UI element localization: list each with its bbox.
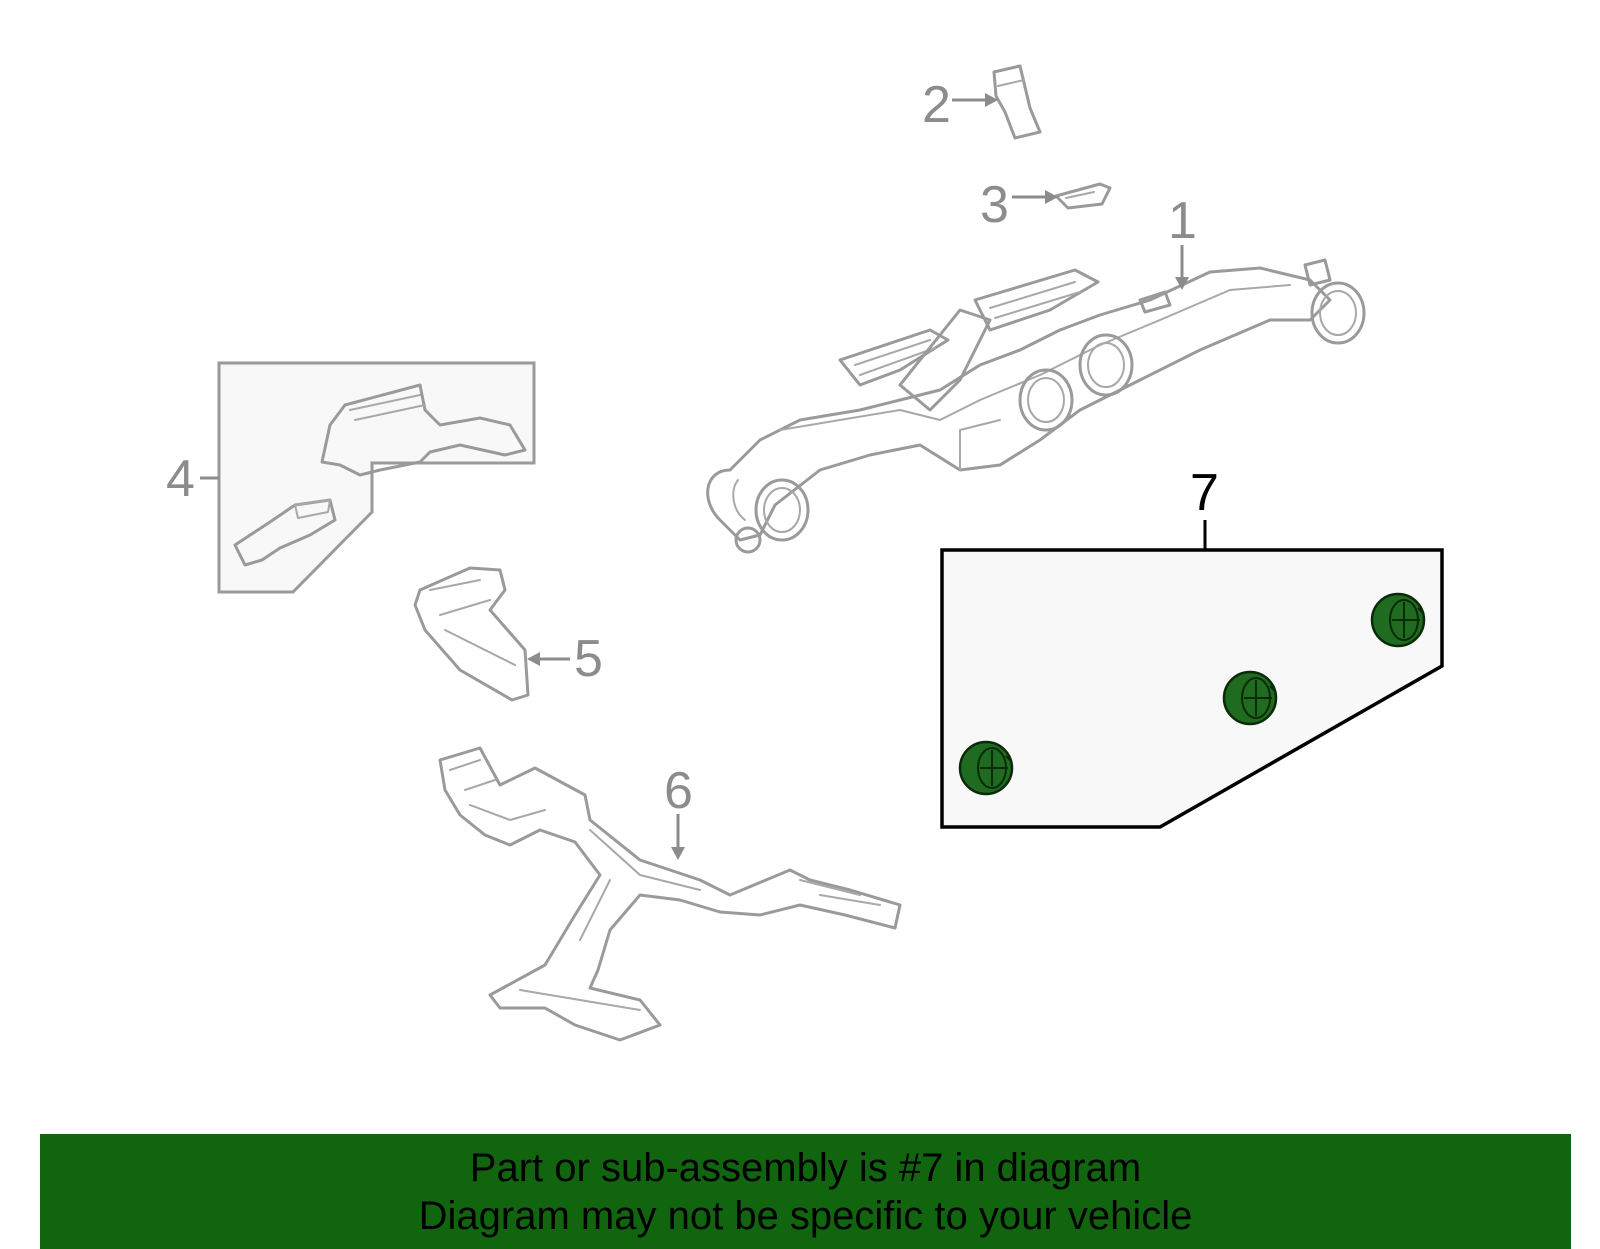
leader-6 [671,814,685,860]
callout-4: 4 [166,450,195,508]
vent-outlet-1[interactable] [958,740,1014,796]
callout-7: 7 [1190,464,1219,522]
callout-5: 5 [574,630,603,688]
vent-outlet-3[interactable] [1370,592,1426,648]
notice-banner: Part or sub-assembly is #7 in diagram Di… [40,1134,1571,1249]
part-5-rear-duct[interactable] [413,566,530,702]
callout-6: 6 [664,762,693,820]
leader-2 [952,93,998,107]
group-box-7[interactable] [940,548,1444,829]
leader-3 [1012,190,1058,204]
callout-1: 1 [1168,192,1197,250]
banner-line-2: Diagram may not be specific to your vehi… [418,1193,1193,1238]
group-box-4 [217,361,536,594]
callout-2: 2 [922,76,951,134]
part-1-main-duct[interactable] [706,258,1366,554]
callout-3: 3 [980,176,1009,234]
part-4-side-ducts[interactable] [233,383,527,567]
part-2-bracket[interactable] [992,64,1042,140]
vent-outlet-2[interactable] [1222,670,1278,726]
banner-line-1: Part or sub-assembly is #7 in diagram [469,1145,1142,1190]
leader-1 [1175,245,1189,290]
part-3-clip[interactable] [1054,182,1112,210]
leader-5 [527,652,570,666]
part-6-floor-duct[interactable] [438,746,902,1042]
